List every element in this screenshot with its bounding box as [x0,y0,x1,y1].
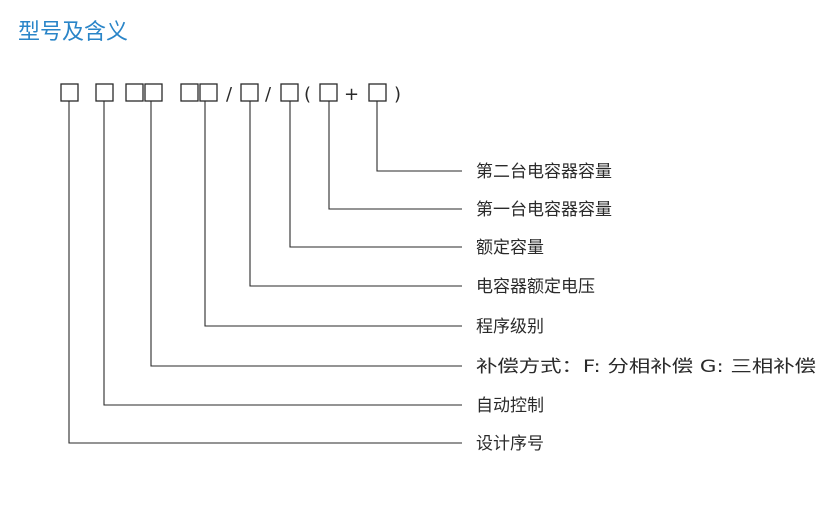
model-code: / / ( + ) [60,83,401,105]
code-box-program-level-b [199,83,218,102]
code-box-second-capacitor [368,83,387,102]
code-separator-slash-2: / [265,84,272,105]
leader-auto-control [103,101,462,406]
leader-compensation [150,101,462,367]
desc-program-level: 程序级别 [476,317,544,337]
desc-rated-capacity: 额定容量 [476,238,544,258]
leader-lines [68,101,462,444]
code-box-compensation-b [144,83,163,102]
leader-second-capacitor [376,101,462,172]
code-box-rated-voltage [240,83,259,102]
code-box-rated-capacity [280,83,299,102]
desc-design-serial: 设计序号 [476,434,544,454]
code-separator-close-paren: ) [394,84,401,105]
code-box-design-serial [60,83,79,102]
desc-auto-control: 自动控制 [476,396,544,416]
code-separator-open-paren: ( [304,84,311,105]
code-box-first-capacitor [319,83,338,102]
page-title: 型号及含义 [18,20,129,45]
code-box-program-level-a [180,83,199,102]
leader-rated-voltage [249,101,462,287]
code-box-auto-control [95,83,114,102]
leader-design-serial [68,101,462,444]
leader-first-capacitor [328,101,462,210]
desc-compensation: 补偿方式：F: 分相补偿 G: 三相补偿 [476,357,816,377]
code-box-compensation-a [125,83,144,102]
desc-first-capacitor: 第一台电容器容量 [476,200,612,220]
code-separator-slash-1: / [226,84,233,105]
desc-rated-voltage: 电容器额定电压 [476,277,595,297]
code-separator-plus: + [344,84,359,105]
descriptions: 第二台电容器容量 第一台电容器容量 额定容量 电容器额定电压 程序级别 补偿方式… [476,162,816,454]
leader-rated-capacity [289,101,462,248]
desc-second-capacitor: 第二台电容器容量 [476,162,612,182]
leader-program-level [204,101,462,327]
